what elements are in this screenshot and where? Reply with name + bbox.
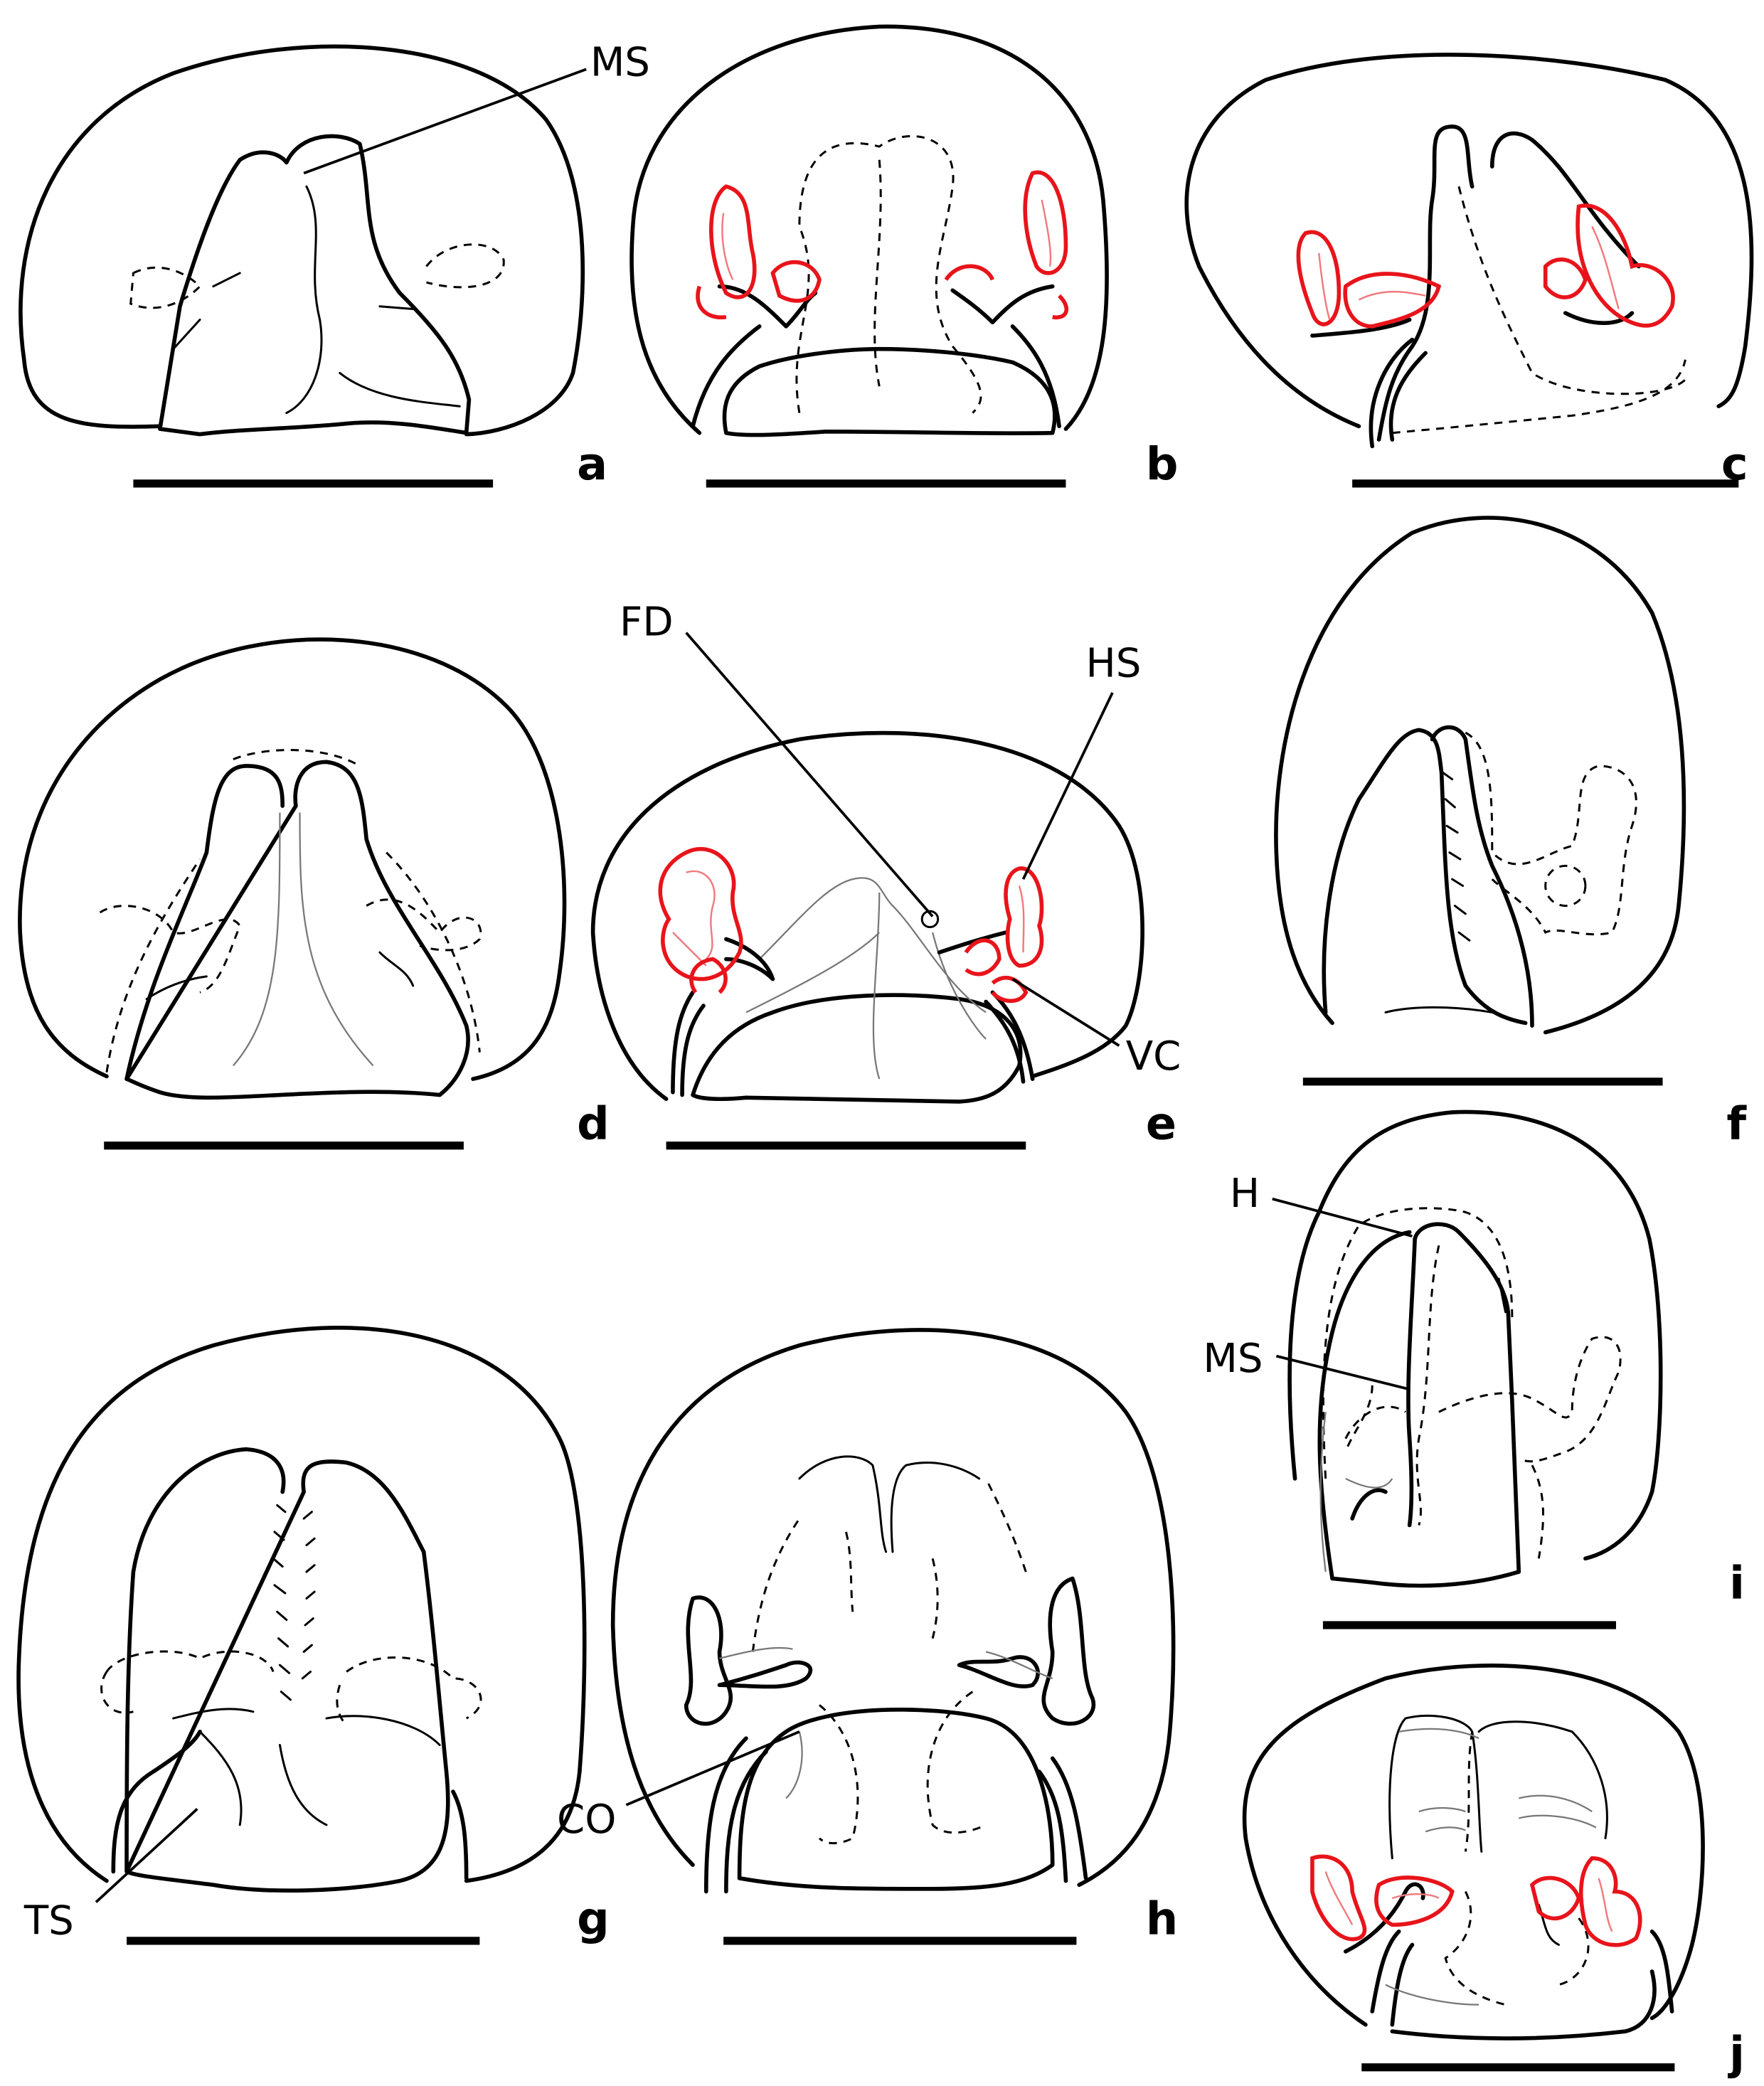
panel-letter-f: f — [1726, 1097, 1747, 1150]
panel-letter-e: e — [1146, 1097, 1176, 1150]
panel-letter-b: b — [1146, 438, 1179, 491]
panel-g — [16, 1326, 587, 1893]
label-co: CO — [557, 1797, 616, 1843]
panel-letter-g: g — [577, 1893, 610, 1945]
panel-i — [1287, 1109, 1663, 1588]
panel-f — [1274, 516, 1686, 1035]
panel-c — [1184, 53, 1754, 449]
label-h: H — [1230, 1171, 1260, 1217]
label-hs: HS — [1086, 640, 1142, 686]
panel-e — [590, 730, 1144, 1104]
label-pointers — [95, 68, 1413, 1903]
panel-letter-c: c — [1721, 438, 1748, 491]
panel-letter-h: h — [1146, 1893, 1178, 1945]
label-ts: TS — [23, 1898, 74, 1944]
panel-letter-d: d — [577, 1097, 610, 1150]
panel-letter-a: a — [577, 438, 607, 491]
label-ms-i: MS — [1203, 1336, 1263, 1382]
panel-letter-i: i — [1729, 1558, 1745, 1610]
panel-letter-j: j — [1727, 2028, 1745, 2080]
label-fd: FD — [620, 599, 674, 645]
label-vc: VC — [1126, 1033, 1181, 1080]
panel-a — [18, 44, 585, 437]
panel-j — [1242, 1663, 1705, 2040]
panel-h — [610, 1328, 1176, 1894]
panel-b — [629, 24, 1109, 437]
panel-d — [18, 637, 567, 1100]
label-ms-a: MS — [590, 40, 650, 86]
